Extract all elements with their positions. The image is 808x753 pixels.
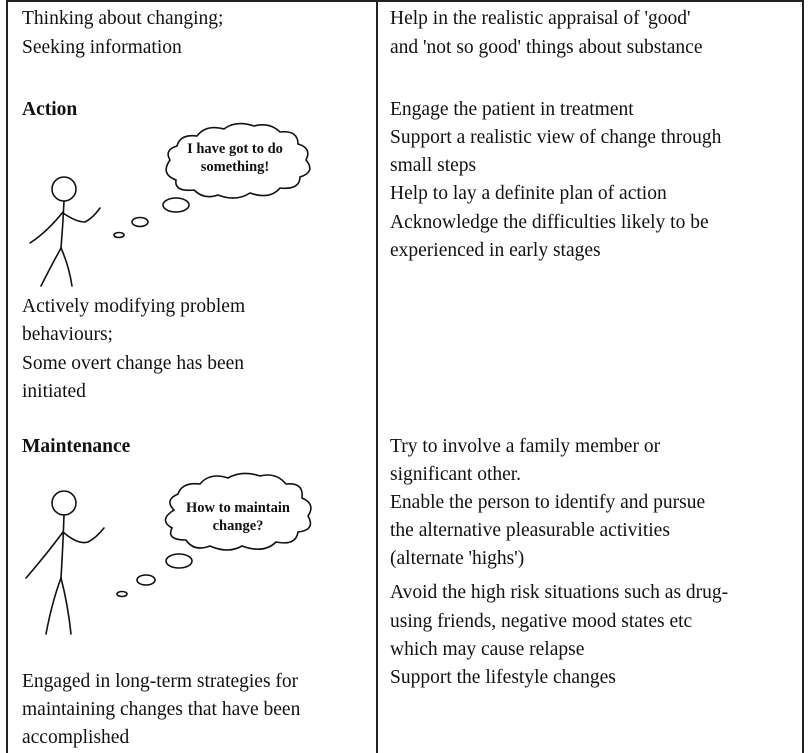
text-line: maintaining changes that have been [22, 699, 301, 720]
thought-cloud-icon [164, 472, 312, 551]
thought-line: change? [212, 518, 264, 534]
thought-line: something! [200, 159, 270, 175]
text-line: accomplished [22, 727, 130, 748]
text-line: experienced in early stages [390, 240, 601, 261]
text-line: Support a realistic view of change throu… [390, 127, 722, 148]
head-icon [51, 490, 77, 516]
text-line: behaviours; [22, 324, 113, 345]
head-icon [51, 176, 77, 202]
thought-line: I have got to do [187, 141, 283, 157]
text-line: Some overt change has been [22, 353, 245, 374]
action-thought-bubble: I have got to do something! [170, 140, 300, 176]
action-heading: Action [22, 99, 78, 120]
text-line: using friends, negative mood states etc [390, 611, 693, 632]
text-line: Engaged in long-term strategies for [22, 671, 299, 692]
text-line: (alternate 'highs') [390, 548, 525, 569]
text-line: and 'not so good' things about substance [390, 37, 703, 58]
text-line: Help in the realistic appraisal of 'good… [390, 8, 691, 29]
maintenance-stick-figure-illustration [25, 472, 312, 635]
text-line: significant other. [390, 464, 522, 485]
text-line: which may cause relapse [390, 639, 585, 660]
text-line: Help to lay a definite plan of action [390, 183, 667, 204]
text-line: Try to involve a family member or [390, 436, 661, 457]
text-line: Engage the patient in treatment [390, 99, 634, 120]
maintenance-thought-bubble: How to maintain change? [172, 499, 304, 535]
text-line: Seeking information [22, 37, 182, 58]
text-line: small steps [390, 155, 477, 176]
text-line: Support the lifestyle changes [390, 667, 616, 688]
text-line: Enable the person to identify and pursue [390, 492, 706, 513]
text-line: Acknowledge the difficulties likely to b… [390, 212, 709, 233]
text-line: the alternative pleasurable activities [390, 520, 670, 541]
text-line: Thinking about changing; [22, 8, 224, 29]
column-divider [376, 0, 378, 753]
text-line: initiated [22, 381, 86, 402]
thought-cloud-icon [165, 122, 311, 199]
thought-line: How to maintain [186, 500, 290, 516]
table-frame [6, 0, 804, 753]
maintenance-heading: Maintenance [22, 436, 131, 457]
text-line: Actively modifying problem [22, 296, 246, 317]
action-stick-figure-illustration [29, 122, 311, 287]
text-line: Avoid the high risk situations such as d… [390, 582, 729, 603]
